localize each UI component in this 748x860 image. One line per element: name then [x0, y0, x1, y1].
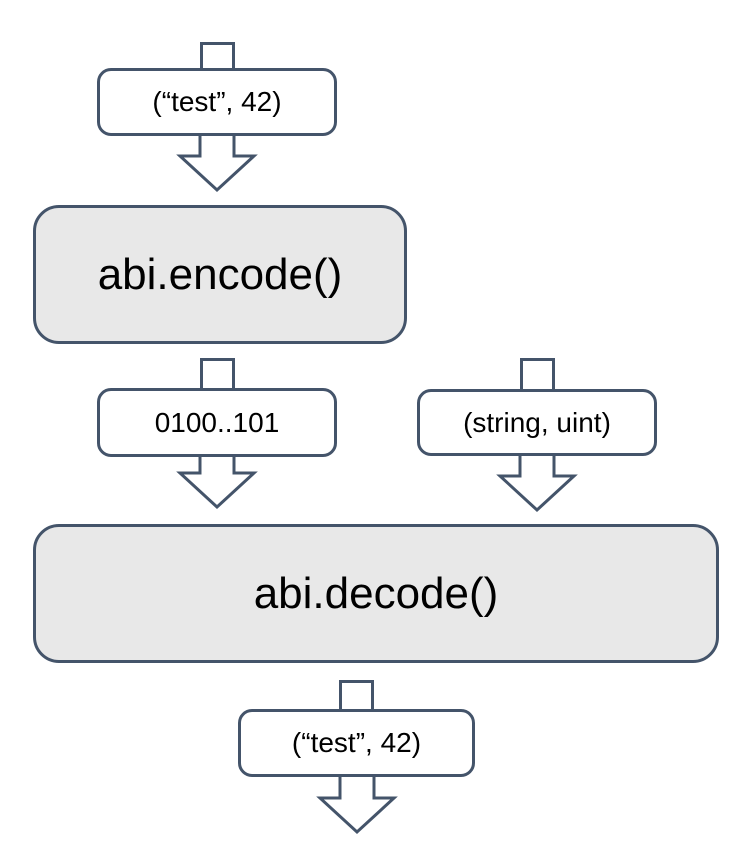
node-input-tuple: (“test”, 42) [97, 68, 337, 136]
node-abi-decode-label: abi.decode() [253, 568, 499, 618]
node-types-tuple: (string, uint) [417, 389, 657, 456]
encode-output-connector-shaft [200, 358, 235, 392]
decode-output-connector-shaft [339, 680, 374, 713]
node-input-tuple-label: (“test”, 42) [152, 86, 282, 117]
node-abi-encode: abi.encode() [33, 205, 407, 344]
down-arrow-input-to-encode [176, 126, 258, 193]
node-abi-encode-label: abi.encode() [97, 249, 343, 299]
node-abi-decode: abi.decode() [33, 524, 719, 663]
node-output-tuple: (“test”, 42) [238, 709, 475, 777]
node-encoded-bytes-label: 0100..101 [154, 406, 280, 438]
types-input-connector-shaft [520, 358, 555, 394]
node-types-tuple-label: (string, uint) [463, 406, 611, 438]
node-encoded-bytes: 0100..101 [97, 388, 337, 457]
down-arrow-final-output [316, 768, 398, 835]
node-output-tuple-label: (“test”, 42) [291, 727, 422, 758]
down-arrow-types-to-decode [496, 446, 578, 513]
